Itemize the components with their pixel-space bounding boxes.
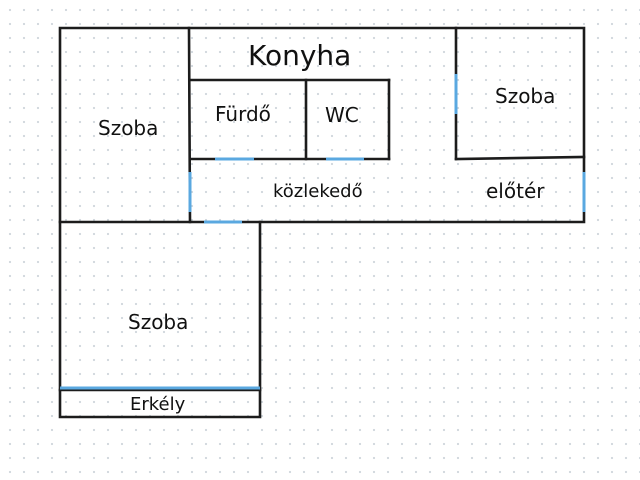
interior-walls bbox=[58, 26, 586, 392]
toilet-label: WC bbox=[325, 103, 359, 127]
balcony-label: Erkély bbox=[130, 394, 186, 415]
corridor-label: közlekedő bbox=[273, 181, 363, 202]
bottom-room-label: Szoba bbox=[128, 310, 189, 334]
wall-right-room-bottom bbox=[454, 155, 586, 161]
bathroom-label: Fürdő bbox=[215, 102, 271, 126]
left-room-label: Szoba bbox=[98, 116, 159, 140]
hall-label: előtér bbox=[486, 179, 545, 203]
doors bbox=[60, 74, 586, 390]
right-room-label: Szoba bbox=[495, 84, 556, 108]
kitchen-label: Konyha bbox=[248, 39, 352, 72]
